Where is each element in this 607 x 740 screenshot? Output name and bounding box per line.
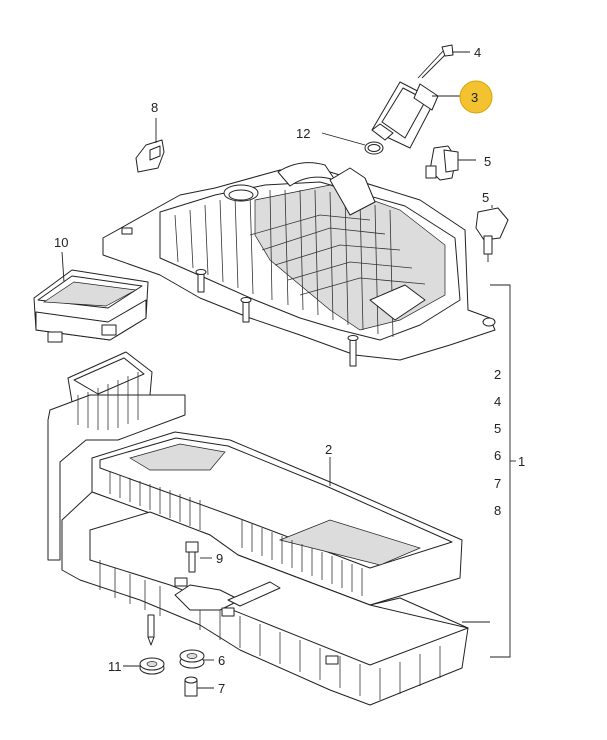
o-ring-part-12[interactable] (364, 141, 384, 155)
bracket-list-item[interactable]: 7 (494, 476, 501, 491)
screen-part-10[interactable] (33, 269, 149, 343)
callout-8[interactable]: 8 (151, 100, 158, 115)
filter-element-part-2[interactable] (91, 431, 463, 606)
leader-lines (61, 51, 516, 689)
callout-12[interactable]: 12 (296, 126, 310, 141)
bolt-part-9[interactable] (185, 541, 199, 573)
callout-9[interactable]: 9 (216, 551, 223, 566)
sensor-housing-part-3[interactable] (371, 81, 439, 149)
callout-1[interactable]: 1 (518, 454, 525, 469)
bracket-list-item[interactable]: 4 (494, 394, 501, 409)
bracket-list-item[interactable]: 2 (494, 367, 501, 382)
upper-housing-cover[interactable] (102, 162, 496, 367)
stud-right (347, 335, 359, 367)
stud-mid (240, 297, 252, 323)
callout-7[interactable]: 7 (218, 681, 225, 696)
callout-3[interactable]: 3 (471, 90, 478, 105)
callout-10[interactable]: 10 (54, 235, 68, 250)
sleeve-part-7[interactable] (184, 676, 198, 697)
sensor-part-5-upper[interactable] (425, 145, 459, 181)
callout-11[interactable]: 11 (108, 659, 122, 674)
callout-3-highlight[interactable] (459, 80, 493, 114)
callout-labels: 4 3 8 12 5 5 10 2 1 9 11 6 7 2 4 5 6 7 8 (54, 45, 525, 696)
lower-housing-tray[interactable] (61, 491, 469, 706)
screw-part-4[interactable] (417, 44, 454, 79)
clip-part-8[interactable] (135, 139, 165, 173)
callout-2[interactable]: 2 (325, 442, 332, 457)
sensor-part-5-right[interactable] (475, 207, 509, 262)
intake-duct[interactable] (47, 351, 186, 561)
bracket-list-item[interactable]: 6 (494, 448, 501, 463)
callout-4-top[interactable]: 4 (474, 45, 481, 60)
callout-5-right[interactable]: 5 (482, 190, 489, 205)
callout-6[interactable]: 6 (218, 653, 225, 668)
grommet-part-11[interactable] (139, 657, 165, 675)
stud-left (195, 269, 207, 293)
callout-5-upper[interactable]: 5 (484, 154, 491, 169)
bracket-list-item[interactable]: 5 (494, 421, 501, 436)
bracket-list-item[interactable]: 8 (494, 503, 501, 518)
grommet-part-6[interactable] (179, 649, 205, 669)
